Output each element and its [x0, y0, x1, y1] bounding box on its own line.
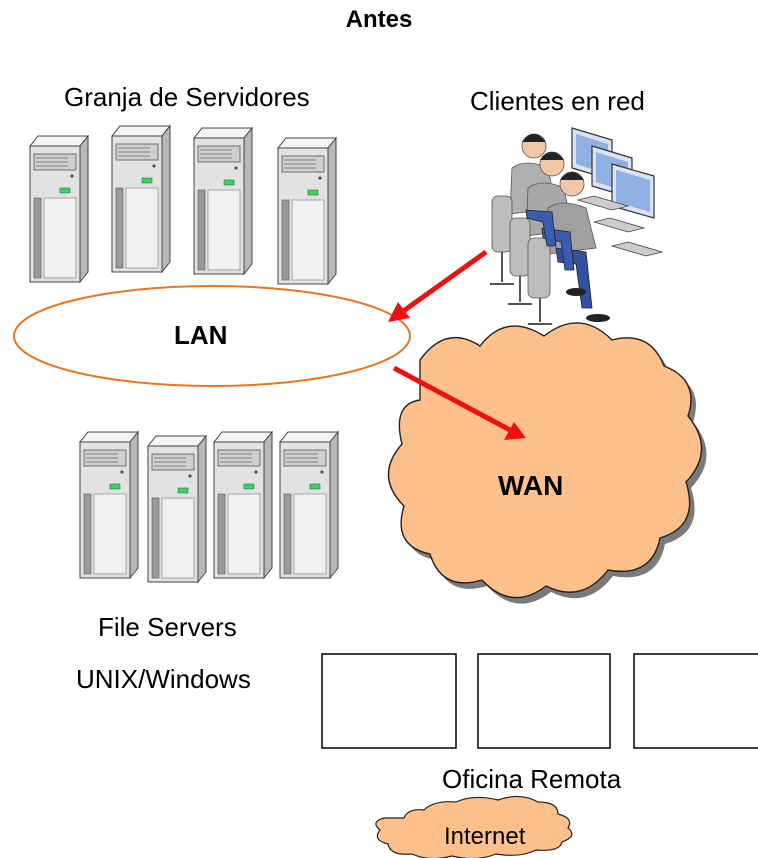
clients-label: Clientes en red — [470, 86, 645, 116]
file-servers — [79, 431, 339, 583]
wan-label: WAN — [498, 470, 564, 501]
remote-office-label: Oficina Remota — [442, 764, 622, 794]
server-farm-label: Granja de Servidores — [64, 82, 310, 112]
server-icon — [277, 137, 337, 285]
remote-office-boxes — [321, 653, 758, 749]
server-icon — [213, 431, 273, 579]
server-icon — [279, 431, 339, 579]
page-title: Antes — [345, 6, 413, 33]
remote-office-box — [321, 653, 457, 749]
arrow-clients-to-lan — [388, 249, 488, 322]
wan-cloud — [387, 322, 707, 604]
remote-office-box — [477, 653, 611, 749]
server-icon — [147, 435, 207, 583]
server-icon — [79, 431, 139, 579]
lan-ellipse — [13, 285, 411, 387]
arrow-lan-to-wan — [392, 365, 526, 440]
lan-label: LAN — [174, 320, 228, 350]
server-farm — [29, 125, 337, 285]
internet-cloud — [375, 795, 573, 858]
network-clients-icon — [490, 127, 664, 325]
file-servers-sublabel: UNIX/Windows — [76, 664, 251, 694]
server-icon — [111, 125, 171, 273]
server-icon — [193, 127, 253, 275]
remote-office-box — [633, 653, 758, 749]
file-servers-label: File Servers — [98, 612, 237, 642]
internet-label: Internet — [444, 823, 526, 850]
server-icon — [29, 135, 89, 283]
